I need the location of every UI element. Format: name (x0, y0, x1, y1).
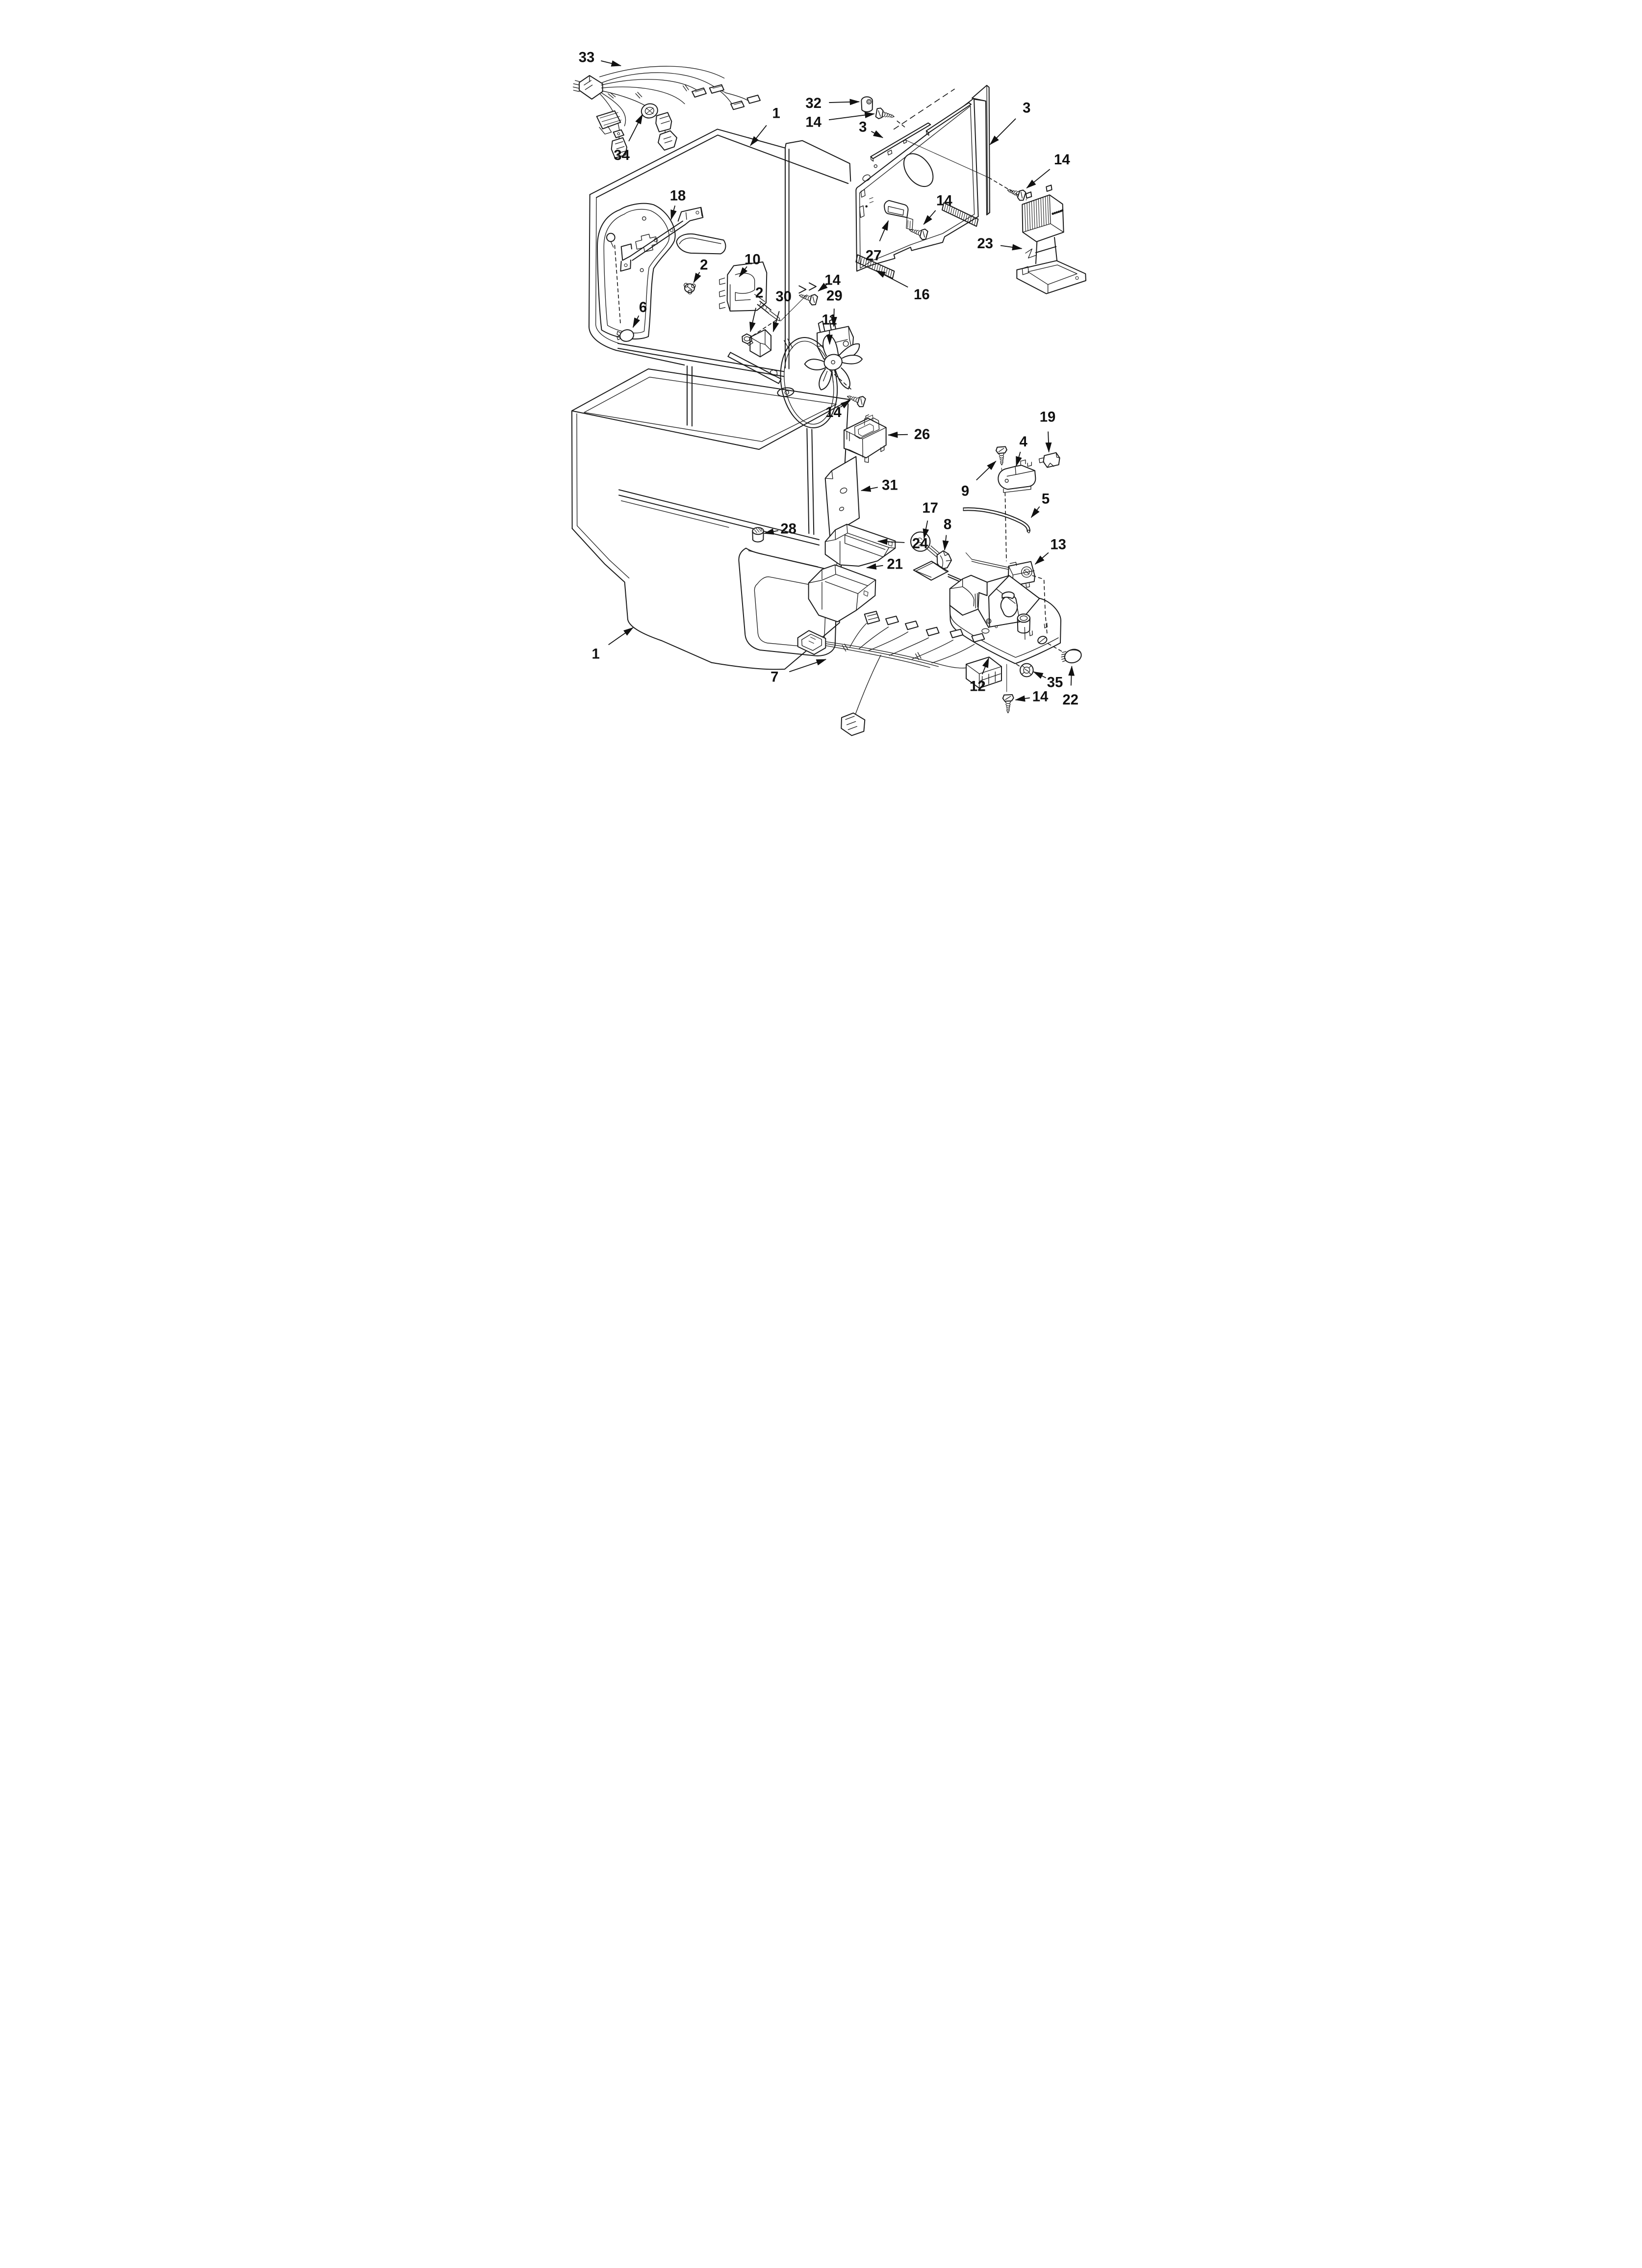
callout-leader-panel-handle (879, 220, 889, 241)
callout-number-spacer: 32 (805, 95, 821, 111)
defrost-timer (844, 414, 887, 463)
wire-harness-7 (797, 611, 1002, 736)
callout-leader-lock-nut (1033, 671, 1047, 679)
callout-leader-cold-control (1034, 552, 1049, 565)
callout-number-trim-frame-right: 3 (1023, 100, 1030, 116)
callout-leader-screw (840, 400, 851, 409)
callout-number-thermostat-control: 10 (744, 251, 761, 267)
air-duct-24 (824, 523, 896, 567)
callout-number-screw: 14 (805, 114, 821, 130)
callout-number-trim-strip-left: 3 (859, 119, 867, 135)
callout-leader-wire-harness-upper (601, 60, 622, 67)
freezer-liner (589, 129, 851, 427)
callout-number-wing-screw: 2 (700, 257, 708, 273)
callout-number-light-bulb: 17 (922, 500, 938, 516)
air-duct-21 (808, 564, 876, 623)
callout-number-grommet: 6 (639, 299, 647, 315)
callout-leader-socket-clip (942, 535, 949, 551)
callout-number-capillary-tube: 5 (1042, 491, 1050, 507)
callout-number-drain-plug: 28 (780, 521, 796, 537)
callout-number-nut: 2 (755, 285, 763, 301)
parts-diagram: 3334132143314271423161862102302914111426… (571, 50, 1086, 736)
callout-number-defrost-timer: 26 (914, 426, 930, 443)
callout-number-damper-bracket: 29 (826, 288, 843, 304)
control-housing (913, 561, 1082, 714)
callout-number-wire-harness-upper: 33 (579, 50, 595, 66)
callout-leader-nut (749, 308, 757, 333)
callout-leader-food-liner (608, 627, 634, 645)
callout-leader-ice-maker (1000, 244, 1023, 251)
callout-leader-bracket (772, 311, 780, 333)
callout-number-panel-handle: 27 (866, 248, 882, 264)
callout-leader-screw (923, 210, 936, 225)
callout-number-wire-harness-lower: 7 (770, 669, 778, 685)
callout-number-control-knob: 22 (1062, 692, 1078, 708)
callout-leader-motor (1016, 451, 1022, 467)
ice-maker (1016, 184, 1086, 294)
socket-clip (936, 550, 952, 570)
thermostat-cluster (683, 261, 854, 428)
callout-leader-wire-harness-lower (789, 659, 827, 673)
callout-leader-screw (1015, 695, 1030, 702)
callout-number-screw: 9 (961, 483, 969, 499)
callout-leader-freezer-liner (750, 125, 767, 146)
callout-leader-air-duct-upper (877, 538, 905, 545)
callout-leader-screw (828, 112, 875, 121)
callout-number-cover-plate: 31 (882, 477, 898, 493)
callout-number-fan-blade: 11 (821, 312, 837, 328)
callout-leader-wing-screw (693, 272, 701, 284)
callout-number-food-liner: 1 (592, 646, 600, 662)
callout-leader-capillary-tube (1030, 506, 1040, 518)
callout-leader-control-housing (982, 657, 989, 675)
food-liner (571, 368, 851, 670)
callout-number-bracket: 30 (775, 288, 792, 305)
wire-harness-33 (573, 66, 761, 158)
callout-leader-support-bracket (670, 205, 677, 220)
callout-number-air-duct-upper: 24 (912, 535, 928, 551)
callout-number-screw: 14 (824, 272, 841, 288)
callout-number-screw: 14 (825, 404, 842, 420)
callout-leader-screw (1026, 169, 1051, 189)
callout-leader-cover-plate (860, 485, 878, 492)
callout-number-screw: 14 (936, 192, 952, 209)
callout-number-evaporator-cover-panel: 16 (914, 287, 930, 303)
callout-number-ice-maker: 23 (977, 235, 993, 252)
callout-number-cold-control: 13 (1050, 536, 1066, 552)
callout-leader-clip (1045, 431, 1052, 453)
callout-number-screw: 14 (1032, 688, 1049, 704)
callout-leader-screw (818, 283, 828, 292)
callout-leader-trim-frame-right (989, 118, 1016, 145)
callout-number-round-connector: 34 (614, 147, 630, 163)
callout-number-control-housing: 12 (970, 678, 986, 694)
callout-number-air-duct-lower: 21 (887, 556, 903, 572)
callout-leader-screw (976, 461, 997, 481)
callout-leader-evaporator-cover-panel (875, 270, 908, 288)
callout-leader-round-connector (628, 114, 643, 142)
callout-number-motor: 4 (1020, 434, 1028, 450)
callout-leader-light-bulb (923, 520, 929, 539)
callout-leader-air-duct-lower (866, 563, 883, 570)
callout-leader-spacer (829, 99, 860, 105)
callout-number-lock-nut: 35 (1047, 675, 1063, 691)
callout-number-support-bracket: 18 (670, 188, 686, 204)
evaporator-cover-panel (855, 85, 1027, 279)
callout-leader-control-knob (1068, 665, 1075, 686)
callout-leader-trim-strip-left (871, 130, 884, 138)
callout-number-socket-clip: 8 (944, 516, 951, 532)
callout-leader-thermostat-control (739, 266, 748, 278)
callout-number-screw: 14 (1054, 152, 1070, 168)
callout-number-freezer-liner: 1 (772, 105, 780, 122)
fan-assembly (797, 289, 867, 409)
callout-leader-drain-plug (764, 528, 779, 535)
callout-leader-grommet (632, 315, 641, 328)
cover-plate-31 (824, 456, 860, 536)
callout-number-clip: 19 (1040, 409, 1056, 425)
